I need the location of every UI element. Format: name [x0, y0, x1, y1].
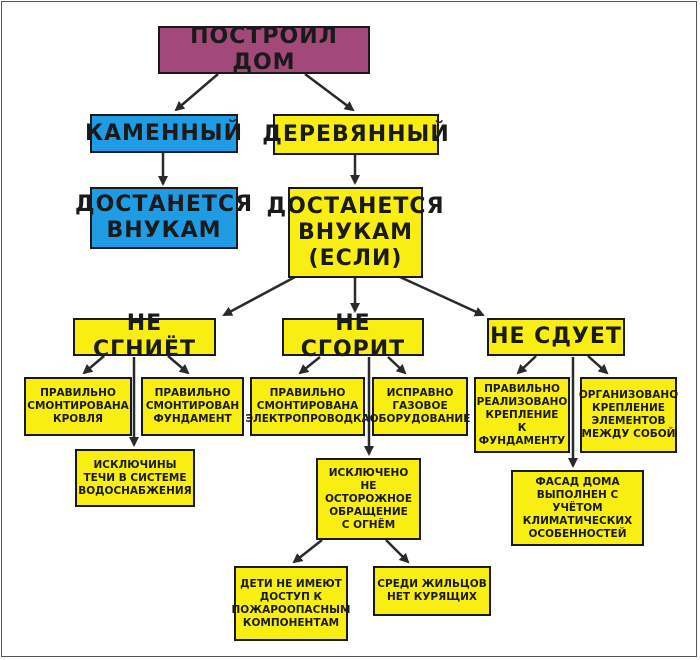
- node-fixing-to-foundation: ПРАВИЛЬНО РЕАЛИЗОВАНО КРЕПЛЕНИЕ К ФУНДАМ…: [474, 377, 570, 453]
- arrow-result-to-no-blow: [399, 275, 485, 317]
- arrow-no-rot-to-foundation: [167, 355, 190, 375]
- arrow-no-rot-to-roof: [82, 355, 105, 375]
- node-roof-installed: ПРАВИЛЬНО СМОНТИРОВАНА КРОВЛЯ: [24, 377, 132, 436]
- arrow-root-to-wood: [304, 73, 355, 112]
- arrow-no-blow-to-elements: [587, 355, 609, 375]
- node-careful-fire-handling: ИСКЛЮЧЕНО НЕ ОСТОРОЖНОЕ ОБРАЩЕНИЕ С ОГНЁ…: [316, 458, 421, 540]
- node-children-no-access: ДЕТИ НЕ ИМЕЮТ ДОСТУП К ПОЖАРООПАСНЫМ КОМ…: [232, 566, 351, 641]
- node-facade-climate: ФАСАД ДОМА ВЫПОЛНЕН С УЧЁТОМ КЛИМАТИЧЕСК…: [511, 470, 644, 546]
- arrow-root-to-stone: [174, 73, 219, 112]
- node-stone-house: КАМЕННЫЙ: [85, 114, 242, 153]
- node-foundation-installed: ПРАВИЛЬНО СМОНТИРОВАН ФУНДАМЕНТ: [141, 377, 244, 436]
- node-elements-fixing: ОРГАНИЗОВАНО КРЕПЛЕНИЕ ЭЛЕМЕНТОВ МЕЖДУ С…: [579, 377, 678, 453]
- arrow-fire-to-children: [292, 539, 323, 564]
- arrow-no-burn-to-wiring: [298, 356, 321, 375]
- node-stone-inherited: ДОСТАНЕТСЯ ВНУКАМ: [75, 187, 252, 249]
- arrow-no-blow-to-fixing: [516, 355, 537, 375]
- node-no-burn: НЕ СГОРИТ: [282, 311, 424, 362]
- node-wood-inherited-if: ДОСТАНЕТСЯ ВНУКАМ (ЕСЛИ): [267, 187, 444, 278]
- node-no-water-leaks: ИСКЛЮЧИНЫ ТЕЧИ В СИСТЕМЕ ВОДОСНАБЖЕНИЯ: [75, 449, 195, 507]
- node-no-smokers: СРЕДИ ЖИЛЬЦОВ НЕТ КУРЯЩИХ: [373, 566, 491, 616]
- node-wiring-installed: ПРАВИЛЬНО СМОНТИРОВАНА ЭЛЕКТРОПРОВОДКА: [245, 377, 370, 436]
- arrow-result-to-no-rot: [222, 275, 296, 317]
- node-wooden-house: ДЕРЕВЯННЫЙ: [262, 114, 449, 155]
- node-gas-equipment: ИСПРАВНО ГАЗОВОЕ ОБОРУДОВАНИЕ: [370, 377, 470, 436]
- node-no-blow: НЕ СДУЕТ: [487, 318, 625, 356]
- arrow-fire-to-smokers: [385, 539, 410, 564]
- arrow-no-burn-to-gas: [387, 356, 407, 375]
- node-built-house: ПОСТРОИЛ ДОМ: [158, 24, 370, 75]
- node-no-rot: НЕ СГНИЁТ: [73, 311, 216, 362]
